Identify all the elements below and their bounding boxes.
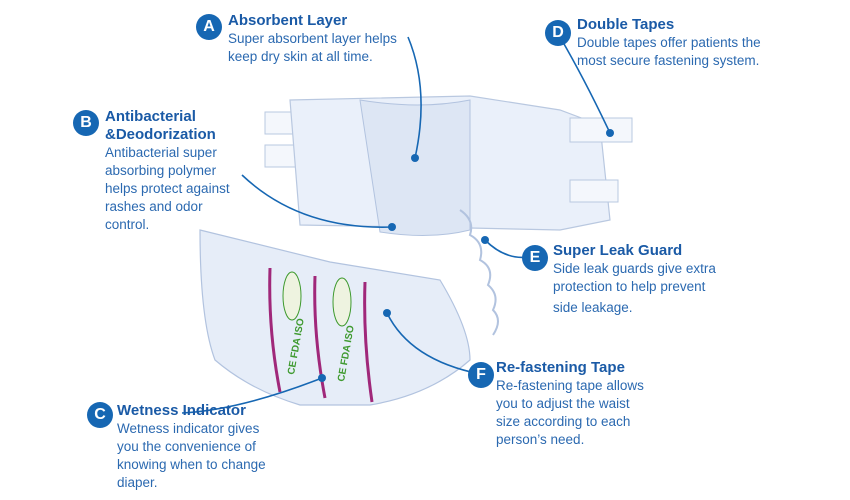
callout-desc-line: keep dry skin at all time.: [228, 49, 373, 64]
callout-double-tapes: Double Tapes Double tapes offer patients…: [577, 16, 761, 70]
callout-desc-line: helps protect against: [105, 181, 230, 196]
leader-lines: [181, 36, 611, 414]
callout-desc-line: rashes and odor: [105, 199, 203, 214]
callout-desc-line: most secure fastening system.: [577, 53, 760, 68]
callout-title: &Deodorization: [105, 126, 216, 143]
callout-refastening-tape: Re-fastening Tape Re-fastening tape allo…: [496, 359, 644, 449]
callout-desc-line: Wetness indicator gives: [117, 421, 260, 436]
callout-title: Absorbent Layer: [228, 12, 348, 29]
callout-title: Antibacterial: [105, 108, 196, 125]
callout-desc-line: you to adjust the waist: [496, 396, 630, 411]
leak-guard-ruffles: [459, 209, 499, 336]
callout-title: Super Leak Guard: [553, 242, 683, 259]
callout-desc-line: protection to help prevent: [553, 279, 706, 294]
badge-c: C: [87, 402, 113, 428]
callout-antibacterial: Antibacterial &Deodorization Antibacteri…: [105, 108, 230, 234]
callout-leak-guard: Super Leak Guard Side leak guards give e…: [553, 242, 716, 317]
callout-desc-line: Super absorbent layer helps: [228, 31, 397, 46]
callout-desc-line: side leakage.: [553, 300, 633, 315]
callout-desc-line: diaper.: [117, 475, 158, 490]
callout-desc-line: absorbing polymer: [105, 163, 217, 178]
callout-desc-line: person’s need.: [496, 432, 585, 447]
callout-absorbent-layer: Absorbent Layer Super absorbent layer he…: [228, 12, 397, 66]
badge-b: B: [73, 110, 99, 136]
callout-title: Re-fastening Tape: [496, 359, 625, 376]
callout-desc-line: Double tapes offer patients the: [577, 35, 761, 50]
callout-desc-line: knowing when to change: [117, 457, 266, 472]
double-tapes-right: [569, 117, 633, 203]
callout-desc-line: Re-fastening tape allows: [496, 378, 644, 393]
callout-desc-line: you the convenience of: [117, 439, 256, 454]
badge-a: A: [196, 14, 222, 40]
absorbent-core: [359, 99, 471, 237]
callout-desc-line: size according to each: [496, 414, 631, 429]
callout-desc-line: Side leak guards give extra: [553, 261, 716, 276]
callout-desc-line: control.: [105, 217, 150, 232]
callout-title: Double Tapes: [577, 16, 675, 33]
badge-e: E: [522, 245, 548, 271]
callout-wetness-indicator: Wetness Indicator Wetness indicator give…: [117, 402, 266, 492]
brand-marks: [282, 271, 352, 327]
badge-d: D: [545, 20, 571, 46]
wetness-indicator-lines: [268, 267, 374, 403]
callout-desc-line: Antibacterial super: [105, 145, 217, 160]
callout-title: Wetness Indicator: [117, 402, 246, 419]
leader-dots: [318, 129, 614, 382]
badge-f: F: [468, 362, 494, 388]
